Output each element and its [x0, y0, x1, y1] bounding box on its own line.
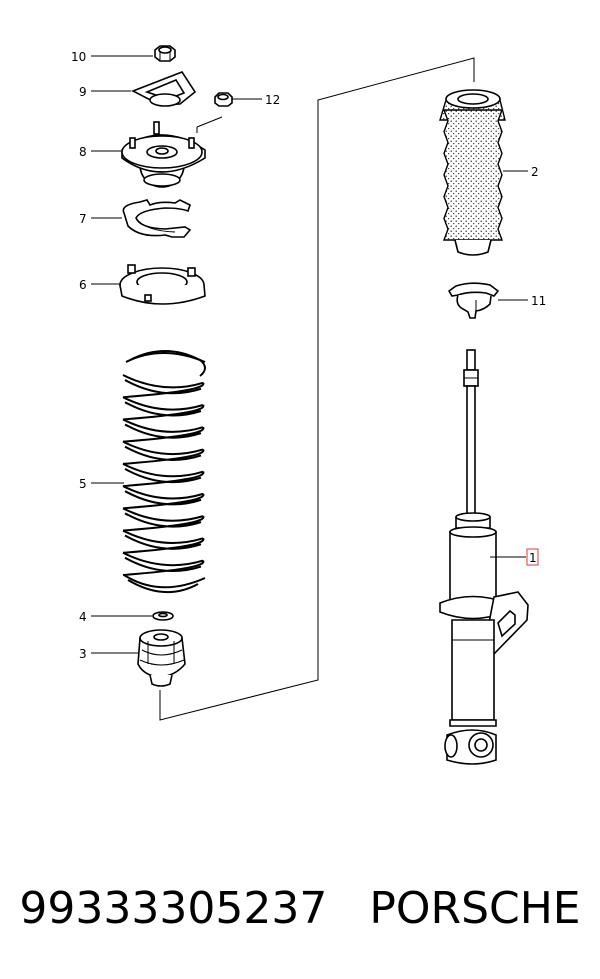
nut-12-link-line [196, 116, 223, 128]
assembly-bracket-line [159, 57, 475, 721]
callout-5: 5 [79, 477, 87, 491]
callout-6: 6 [79, 278, 87, 292]
part-9-cap [131, 71, 197, 107]
callout-10: 10 [71, 50, 86, 64]
exploded-parts-diagram: 10 9 8 7 6 5 4 3 2 11 12 1 [71, 45, 546, 765]
part-4-washer [152, 611, 174, 621]
part-8-top-mount [121, 121, 206, 188]
callout-2: 2 [531, 165, 539, 179]
caption: 99333305237 PORSCHE [0, 868, 600, 948]
part-3-bump-stop [137, 629, 186, 687]
part-11-clip [447, 282, 500, 319]
callout-4: 4 [79, 610, 87, 624]
part-12-nut [214, 92, 233, 107]
callout-9: 9 [79, 85, 87, 99]
part-number: 99333305237 [19, 882, 328, 934]
part-2-dust-boot [439, 89, 506, 256]
part-5-coil-spring [122, 350, 206, 594]
callout-12: 12 [265, 93, 280, 107]
callout-1-highlight-box [526, 548, 539, 566]
part-10-nut [154, 45, 176, 62]
part-1-shock-absorber [439, 349, 529, 765]
callout-3: 3 [79, 647, 87, 661]
callout-11: 11 [531, 294, 546, 308]
callout-1: 1 [529, 551, 537, 565]
callout-8: 8 [79, 145, 87, 159]
part-6-spring-seat [119, 264, 206, 305]
part-7-clip-ring [122, 199, 192, 238]
brand-name: PORSCHE [369, 882, 581, 934]
callout-7: 7 [79, 212, 87, 226]
